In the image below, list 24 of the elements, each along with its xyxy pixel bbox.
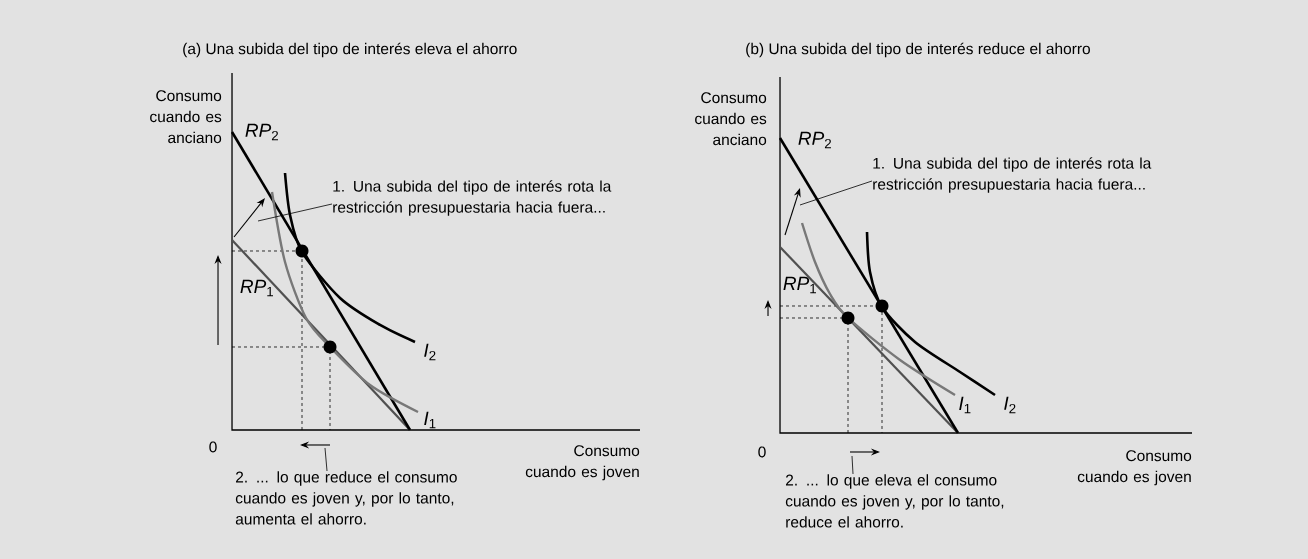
curve-label: RP$_{1}$	[240, 279, 273, 297]
panel-title: (a) Una subida del tipo de interés eleva el ahorro	[183, 42, 517, 58]
callout-text: 1. Una subida del tipo de interés rota la restricción presupuestaria hacia fuera...	[873, 157, 1152, 193]
axis-label: Consumo cuando es joven	[1077, 450, 1192, 486]
origin-label: 0	[758, 446, 766, 458]
axis-label: Consumo cuando es joven	[525, 445, 640, 481]
axis-label: Consumo cuando es anciano	[695, 92, 767, 146]
curve-label: I$_{1}$	[424, 411, 436, 429]
leader-line	[324, 447, 328, 472]
leader-line	[257, 203, 333, 222]
origin-label: 0	[209, 441, 217, 453]
curve-label: RP$_{2}$	[798, 131, 831, 149]
leader-line	[851, 455, 854, 475]
curve-label: I$_{2}$	[424, 343, 436, 361]
callout-text: 1. Una subida del tipo de interés rota la restricción presupuestaria hacia fuera...	[333, 180, 612, 216]
curve-label: I$_{2}$	[1004, 396, 1016, 414]
axis-label: Consumo cuando es anciano	[150, 90, 222, 144]
callout-text: 2. ... lo que eleva el consumo cuando es joven y, por lo tanto, reduce el ahorro.	[785, 474, 1004, 528]
leader-line	[799, 180, 873, 206]
panel-title: (b) Una subida del tipo de interés reduce el ahorro	[746, 42, 1090, 58]
curve-label: RP$_{2}$	[245, 123, 278, 141]
curve-label: I$_{1}$	[959, 396, 971, 414]
callout-text: 2. ... lo que reduce el consumo cuando es joven y, por lo tanto, aumenta el ahorro.	[235, 471, 457, 525]
curve-label: RP$_{1}$	[783, 276, 816, 294]
